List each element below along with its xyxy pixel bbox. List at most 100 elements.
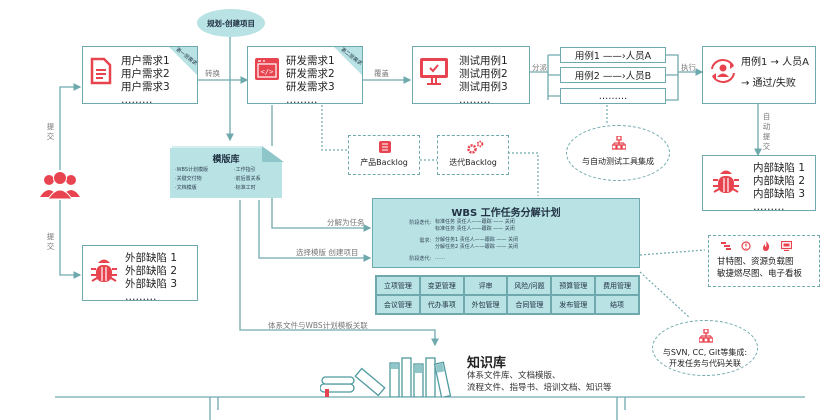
kanban-monitor-icon bbox=[781, 241, 792, 251]
edge-select-template bbox=[258, 200, 372, 262]
edge-wbs-scm bbox=[639, 271, 691, 319]
iteration-backlog[interactable]: 迭代Backlog bbox=[437, 135, 509, 175]
execute-box[interactable]: 用例1 → 人员A → 通过/失败 bbox=[702, 46, 816, 104]
user-req-1: 用户需求1 bbox=[121, 55, 170, 67]
wbs-row-label: 需求: bbox=[419, 238, 431, 244]
gantt-icon bbox=[721, 242, 731, 250]
bug-icon bbox=[713, 170, 739, 193]
tpl-dependency: ·前后置关系 bbox=[234, 176, 261, 182]
folded-corner bbox=[262, 146, 284, 162]
test-case-2: 测试用例2 bbox=[459, 68, 508, 80]
wbs-row-label: 阶段迭代: bbox=[409, 256, 431, 262]
code-window-icon: </> bbox=[255, 58, 279, 80]
badge-corner bbox=[169, 47, 197, 75]
user-requirements-box[interactable]: 第一层需求 用户需求1 用户需求2 用户需求3 ……… bbox=[82, 46, 198, 106]
mgmt-todo[interactable]: 代办事项 bbox=[419, 295, 464, 314]
test-case-more: ……… bbox=[459, 94, 491, 106]
edge-label-execute: 执行 bbox=[681, 63, 696, 72]
mgmt-change[interactable]: 变更管理 bbox=[419, 276, 464, 295]
knowledge-base-desc: 体系文件库、文档模版、 流程文件、指导书、培训文档、知识等 bbox=[467, 370, 612, 394]
charts-line-2: 敏捷燃尽图、电子看板 bbox=[717, 269, 803, 279]
dev-req-3: 研发需求3 bbox=[286, 81, 335, 93]
users-group-icon[interactable] bbox=[38, 170, 82, 200]
tpl-wbs: ·WBS计划模版 bbox=[175, 167, 209, 173]
product-backlog-label: 产品Backlog bbox=[360, 158, 408, 167]
list-icon bbox=[379, 141, 391, 153]
int-defect-1: 内部缺陷 1 bbox=[753, 162, 806, 174]
edge-label-auto-submit: 自动提交 bbox=[762, 112, 771, 151]
auto-test-integration[interactable]: 与自动测试工具集成 bbox=[566, 125, 670, 181]
plan-create-project-label: 规划-创建项目 bbox=[206, 18, 256, 28]
dev-req-1: 研发需求1 bbox=[286, 55, 335, 67]
mgmt-initiation[interactable]: 立项管理 bbox=[376, 276, 420, 295]
mgmt-expense[interactable]: 费用管理 bbox=[595, 276, 639, 295]
edge-label-submit-top: 提交 bbox=[46, 122, 55, 141]
plan-create-project-ellipse[interactable]: 规划-创建项目 bbox=[197, 9, 265, 37]
mgmt-outsource[interactable]: 外包管理 bbox=[463, 295, 508, 314]
kb-line-2: 流程文件、指导书、培训文档、知识等 bbox=[467, 383, 612, 393]
mgmt-review[interactable]: 评审 bbox=[463, 276, 508, 295]
scm-line-2: 开发任务与代码关联 bbox=[669, 359, 741, 368]
chart-icons bbox=[721, 241, 792, 251]
user-sync-icon bbox=[711, 59, 735, 83]
mgmt-meeting[interactable]: 会议管理 bbox=[376, 295, 420, 314]
dev-req-more: ……… bbox=[286, 94, 318, 106]
charts-box[interactable]: 甘特图、资源负载图 敏捷燃尽图、电子看板 bbox=[708, 235, 820, 287]
dev-requirements-box[interactable]: 第二层需求 </> 研发需求1 研发需求2 研发需求3 ……… bbox=[247, 46, 363, 106]
books-illustration bbox=[320, 357, 452, 397]
knowledge-base-title: 知识库 bbox=[467, 356, 507, 371]
svg-text:</>: </> bbox=[261, 68, 274, 76]
execute-line-2: → 通过/失败 bbox=[741, 78, 796, 89]
product-backlog[interactable]: 产品Backlog bbox=[348, 135, 420, 175]
edge-submit-ext-defect bbox=[59, 200, 82, 279]
bug-icon bbox=[91, 259, 117, 282]
wbs-row-label: 阶段迭代: bbox=[409, 220, 431, 226]
wbs-title: WBS 工作任务分解计划 bbox=[451, 208, 561, 219]
network-icon bbox=[699, 329, 713, 343]
wbs-plan[interactable]: WBS 工作任务分解计划 阶段迭代: 标准任务 责任人——跟踪 —— 关闭 标准… bbox=[372, 198, 640, 268]
tpl-standard-hours: ·标准工时 bbox=[234, 185, 256, 191]
test-cases-box[interactable]: 测试用例1 测试用例2 测试用例3 ……… bbox=[412, 46, 530, 106]
edge-label-select-template: 选择模版 创建项目 bbox=[296, 248, 359, 257]
assign-case-more-label: ……… bbox=[598, 90, 628, 102]
tpl-doc: ·文档模版 bbox=[175, 185, 197, 191]
edge-label-link-kb: 体系文件与WBS计划模板关联 bbox=[268, 321, 368, 330]
mgmt-contract[interactable]: 合同管理 bbox=[507, 295, 552, 314]
edge-label-convert: 转换 bbox=[205, 69, 220, 78]
scm-integration[interactable]: 与SVN, CC, Git等集成: 开发任务与代码关联 bbox=[652, 320, 758, 376]
burndown-flame-icon bbox=[763, 241, 770, 251]
assign-case-more[interactable]: ……… bbox=[560, 88, 666, 104]
management-grid: 立项管理 变更管理 评审 风险/问题 预算管理 费用管理 会议管理 代办事项 外… bbox=[375, 275, 640, 315]
wbs-task: 标准任务 责任人——跟踪 —— 关闭 bbox=[435, 226, 515, 232]
external-defects-box[interactable]: 外部缺陷 1 外部缺陷 2 外部缺陷 3 ……… bbox=[82, 245, 198, 303]
assign-case-1-label: 用例1 ——›人员A bbox=[574, 51, 652, 62]
mgmt-risk-issue[interactable]: 风险/问题 bbox=[507, 276, 552, 295]
scm-line-1: 与SVN, CC, Git等集成: bbox=[662, 348, 748, 357]
kb-line-1: 体系文件库、文档模版、 bbox=[467, 371, 561, 381]
wbs-task: 分解任务2 责任人——跟踪 —— 关闭 bbox=[435, 244, 518, 250]
assign-case-1[interactable]: 用例1 ——›人员A bbox=[560, 47, 666, 63]
template-library[interactable]: 模版库 ·WBS计划模版 ·关键交付物 ·文档模版 ·工作指引 ·前后置关系 ·… bbox=[170, 146, 284, 198]
internal-defects-box[interactable]: 内部缺陷 1 内部缺陷 2 内部缺陷 3 ……… bbox=[702, 155, 816, 213]
edge-link-kb bbox=[239, 200, 439, 347]
mgmt-budget[interactable]: 预算管理 bbox=[551, 276, 596, 295]
mgmt-release[interactable]: 发布管理 bbox=[551, 295, 596, 314]
charts-line-1: 甘特图、资源负载图 bbox=[717, 257, 794, 267]
monitor-check-icon bbox=[420, 58, 448, 85]
test-case-3: 测试用例3 bbox=[459, 81, 508, 93]
tpl-guide: ·工作指引 bbox=[234, 167, 256, 173]
edge-label-decompose: 分解为任务 bbox=[327, 218, 365, 227]
test-case-1: 测试用例1 bbox=[459, 55, 508, 67]
assign-case-2-label: 用例2 ——›人员B bbox=[574, 71, 652, 82]
wbs-task: 分解任务1 责任人——跟踪 —— 关闭 bbox=[435, 237, 518, 243]
document-icon bbox=[90, 57, 112, 85]
edge-wbs-charts bbox=[639, 249, 706, 256]
mgmt-closure[interactable]: 结项 bbox=[595, 295, 639, 314]
user-req-2: 用户需求2 bbox=[121, 68, 170, 80]
wbs-task: …… bbox=[435, 255, 445, 261]
wbs-task: 标准任务 责任人——跟踪 —— 关闭 bbox=[435, 219, 515, 225]
assign-case-2[interactable]: 用例2 ——›人员B bbox=[560, 67, 666, 83]
auto-test-label: 与自动测试工具集成 bbox=[582, 157, 654, 166]
user-req-3: 用户需求3 bbox=[121, 81, 170, 93]
